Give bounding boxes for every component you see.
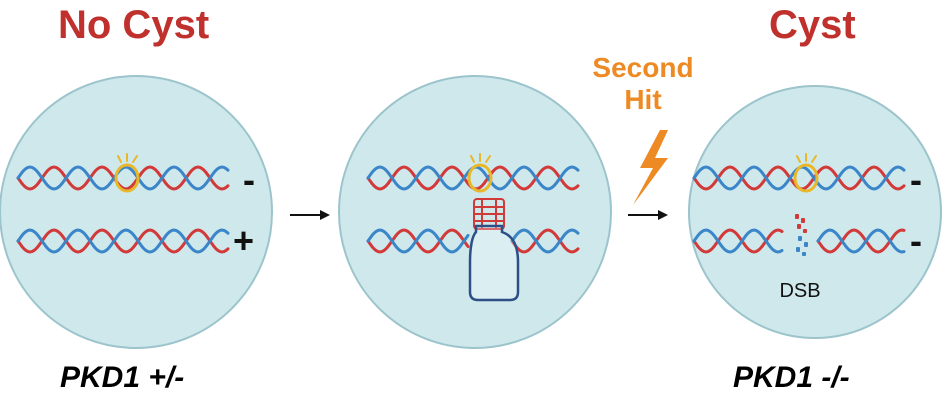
mutation-middle	[467, 153, 493, 193]
dna-strand-icon	[16, 165, 230, 191]
mutation-right	[793, 153, 819, 193]
second-hit-line2: Hit	[624, 84, 662, 116]
mutation-left	[114, 153, 140, 193]
dna-strand-icon	[366, 228, 470, 254]
dna-strand-icon	[510, 228, 580, 254]
dna-strand-icon	[692, 228, 784, 254]
mutation-spark-icon	[793, 163, 819, 193]
dna-strand-icon	[510, 228, 580, 254]
protein-body	[468, 224, 520, 302]
no-cyst-title: No Cyst	[58, 3, 210, 47]
second-hit-line1: Second	[592, 52, 694, 83]
mutation-spark-icon	[114, 163, 140, 193]
dna-strand-icon	[16, 165, 230, 191]
allele-sign-left-bottom: +	[233, 220, 254, 261]
dsb-label: DSB	[779, 280, 820, 302]
arrow-right-icon	[628, 210, 668, 220]
cell-right	[688, 85, 942, 339]
cell-left	[0, 75, 273, 349]
dna-strand-icon	[692, 228, 784, 254]
allele-sign-left-top: -	[243, 159, 255, 200]
allele-sign-right-bottom: -	[910, 220, 922, 261]
protein-head	[473, 198, 505, 230]
spark-rays	[470, 153, 491, 163]
lightning-bolt-icon	[633, 130, 668, 205]
dna-strand-icon	[366, 228, 470, 254]
genotype-right: PKD1 -/-	[733, 361, 850, 394]
arrow-right-icon	[290, 210, 330, 220]
dna-strand-icon	[16, 228, 230, 254]
genotype-left: PKD1 +/-	[60, 361, 185, 394]
second-hit-label: Second Hit	[578, 52, 708, 116]
dna-strand-icon	[16, 228, 230, 254]
dsb-fragments	[795, 214, 808, 256]
cyst-title: Cyst	[769, 3, 856, 47]
spark-rays	[117, 153, 138, 163]
allele-sign-right-top: -	[910, 159, 922, 200]
repair-protein-icon	[468, 198, 520, 302]
dna-strand-icon	[816, 228, 906, 254]
mutation-spark-icon	[467, 163, 493, 193]
spark-rays	[796, 153, 817, 163]
